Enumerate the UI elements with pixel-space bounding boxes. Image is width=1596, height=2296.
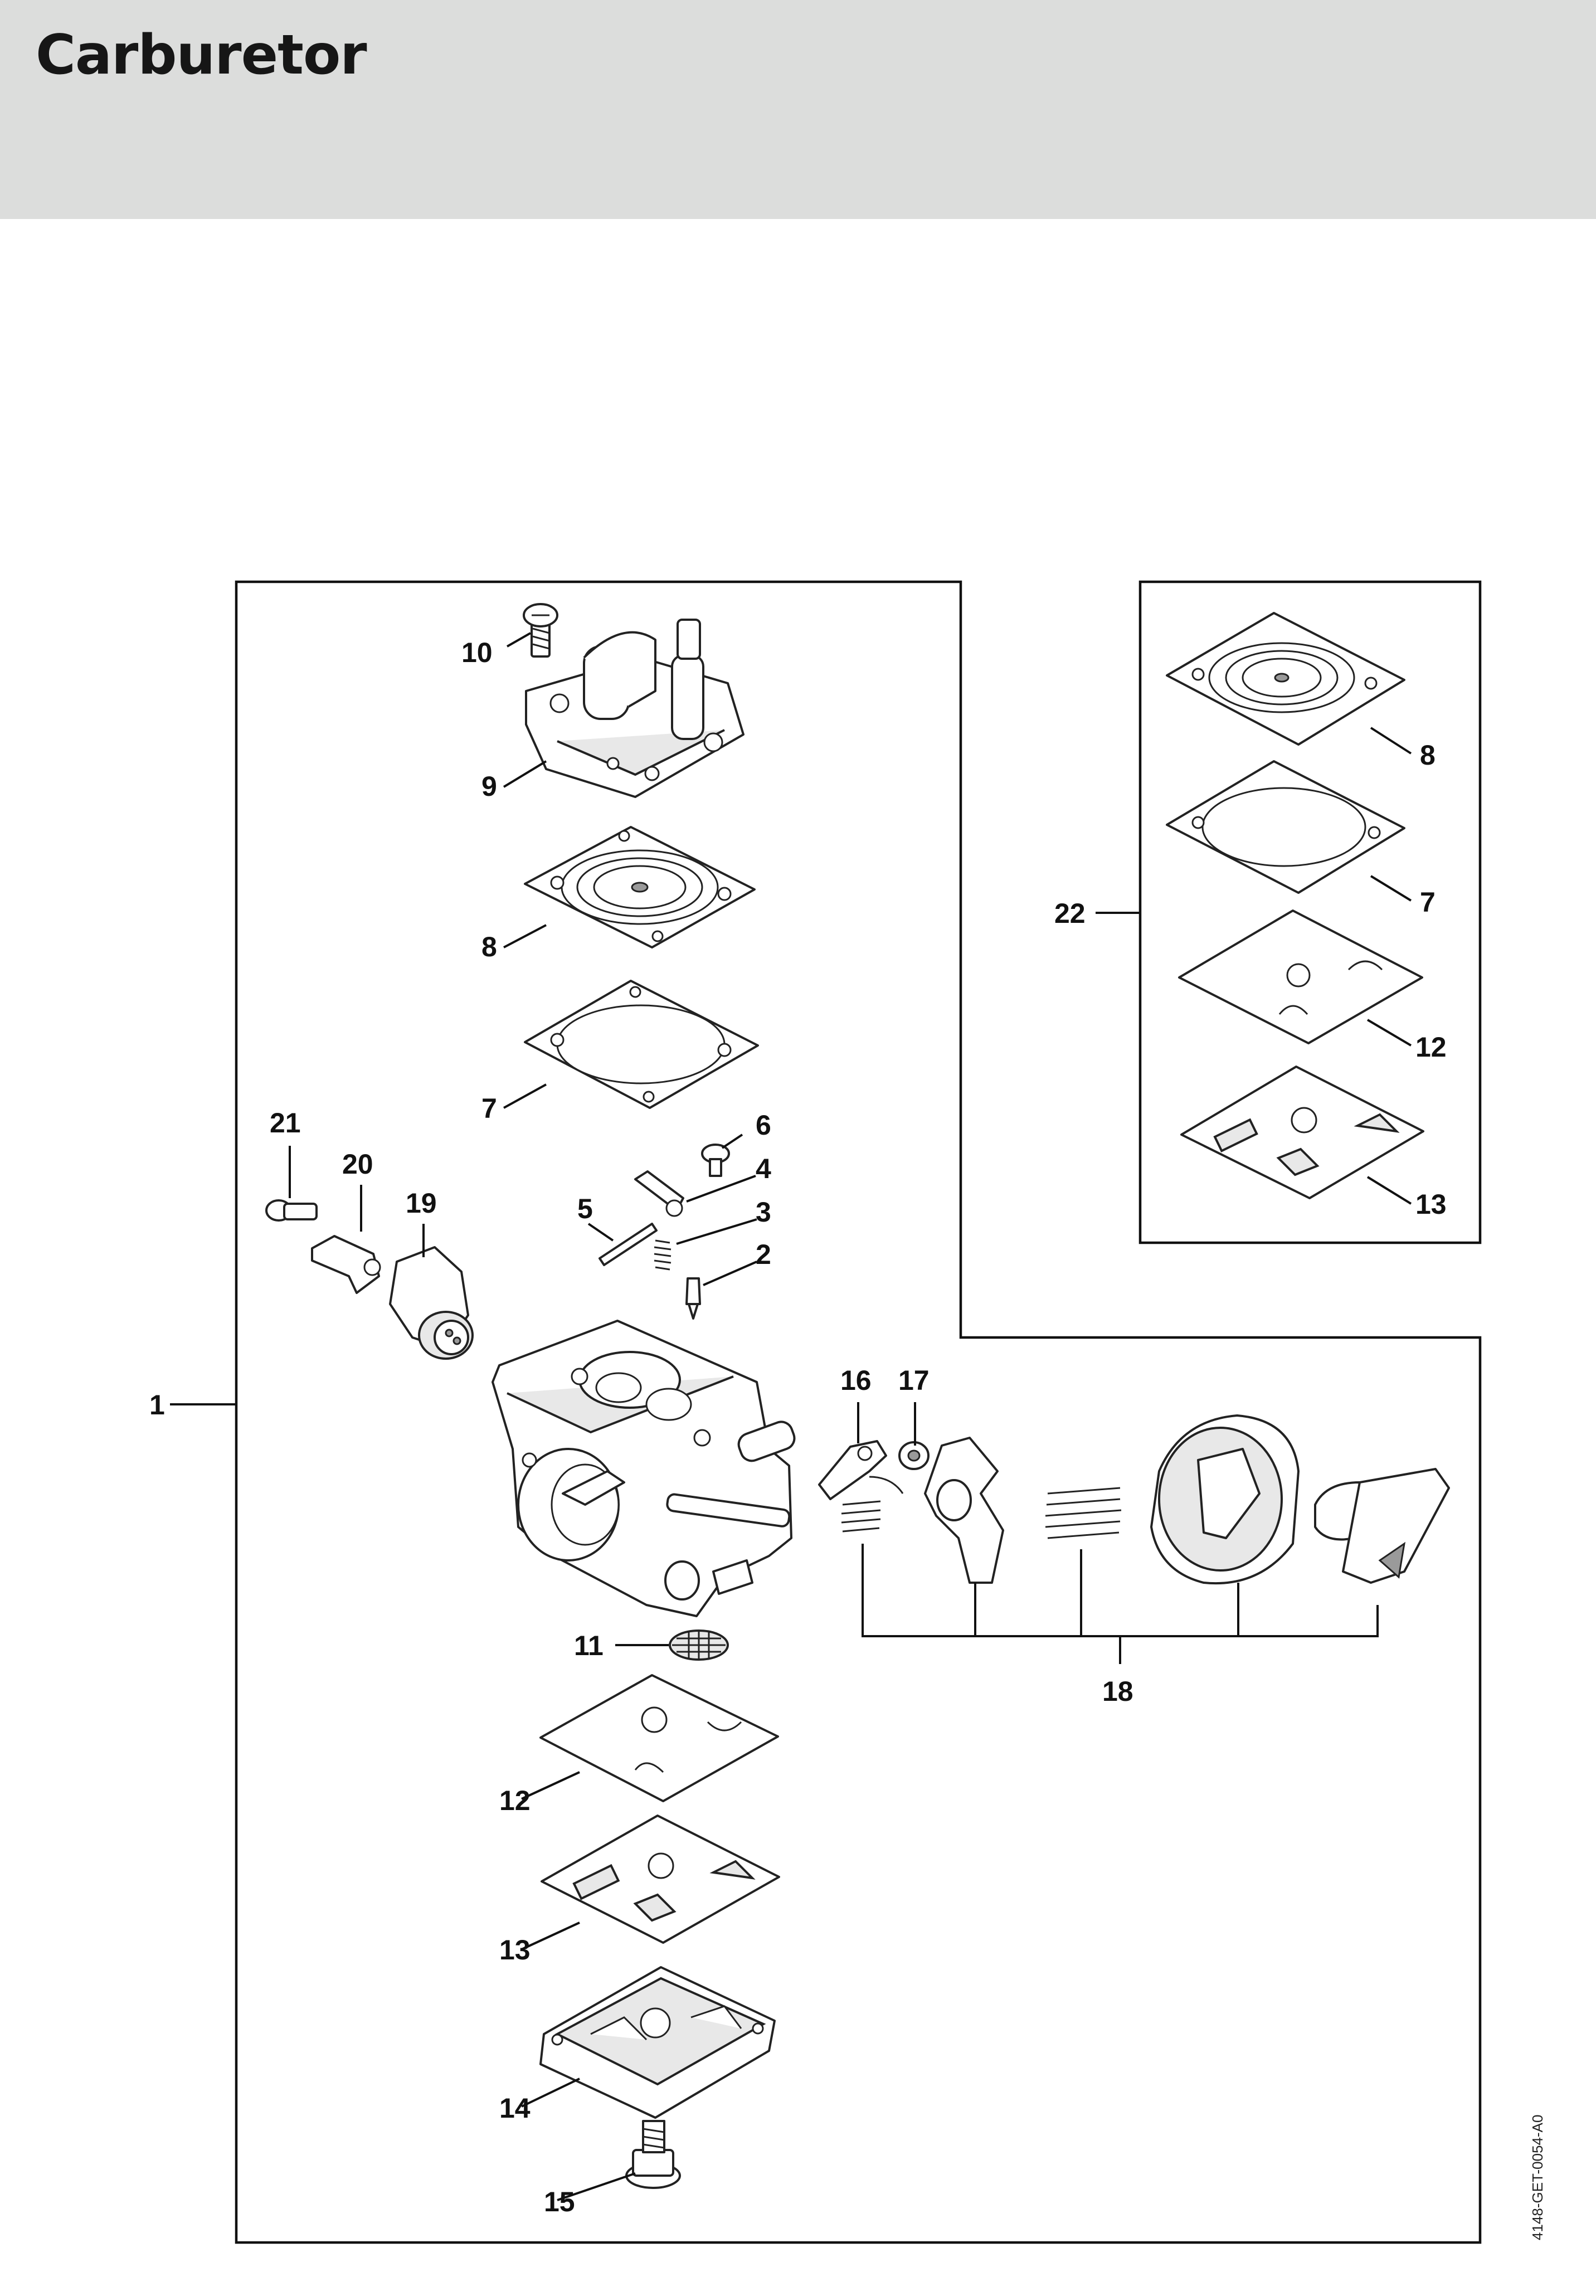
part-2-needle (685, 1277, 701, 1320)
callout-kit-8: 8 (1420, 740, 1436, 771)
part-5-pin (598, 1223, 658, 1266)
part-18-lever (924, 1437, 1004, 1584)
part-18-spring-large (1045, 1487, 1122, 1539)
callout-9: 9 (481, 771, 497, 802)
part-18-knob (1314, 1468, 1450, 1584)
part-4-lever (634, 1170, 684, 1217)
callout-kit-12: 12 (1415, 1032, 1447, 1063)
callout-2: 2 (756, 1239, 771, 1270)
assembly-frame (235, 580, 1482, 2244)
part-8-diaphragm (524, 826, 756, 948)
part-3-spring (654, 1239, 672, 1271)
callout-7: 7 (481, 1093, 497, 1124)
callout-1: 1 (149, 1389, 165, 1421)
part-16-lever (818, 1440, 904, 1500)
callout-13: 13 (499, 1934, 531, 1966)
leader-lines (170, 632, 1412, 2201)
callout-15: 15 (544, 2186, 575, 2217)
kit-part-13-pump-gasket (1180, 1066, 1424, 1199)
kit-part-12-pump-diaphragm (1178, 909, 1423, 1044)
callout-14: 14 (499, 2093, 531, 2124)
part-7-gasket (524, 980, 759, 1109)
callout-16: 16 (840, 1365, 872, 1396)
callout-19: 19 (406, 1188, 437, 1219)
callout-12: 12 (499, 1785, 531, 1816)
kit-part-7-gasket (1166, 760, 1405, 894)
part-14-pump-cover (539, 1966, 776, 2119)
callout-6: 6 (756, 1110, 771, 1141)
callout-21: 21 (270, 1107, 301, 1139)
part-21-screw (265, 1199, 318, 1222)
callout-20: 20 (342, 1149, 373, 1180)
part-13-pump-gasket (541, 1815, 780, 1944)
part-18-filter-housing (1150, 1414, 1300, 1585)
callout-10: 10 (461, 637, 493, 668)
callout-5: 5 (577, 1193, 593, 1224)
callout-22: 22 (1054, 898, 1086, 929)
callout-kit-7: 7 (1420, 887, 1436, 918)
kit-part-8-diaphragm (1166, 612, 1405, 746)
part-6-screw (701, 1144, 730, 1177)
part-12-pump-diaphragm (539, 1674, 779, 1802)
callout-kit-13: 13 (1415, 1189, 1447, 1220)
callout-11: 11 (574, 1630, 604, 1661)
callout-4: 4 (756, 1153, 771, 1184)
callout-17: 17 (898, 1365, 930, 1396)
callout-3: 3 (756, 1196, 771, 1228)
header-band (0, 0, 1596, 219)
carburetor-body (492, 1320, 796, 1617)
part-9-cover (525, 619, 745, 798)
callout-18: 18 (1102, 1676, 1133, 1707)
part-17-nut (898, 1441, 930, 1470)
part-15-screw (625, 2120, 681, 2189)
callouts: 1 22 10 9 8 7 6 4 3 5 2 21 20 19 11 12 1… (149, 637, 1447, 2217)
part-10-screw (523, 603, 558, 658)
part-19-connector (389, 1246, 474, 1360)
part-20-clip (311, 1235, 381, 1294)
callout-8: 8 (481, 931, 497, 962)
part-11-screen (669, 1629, 729, 1661)
part-18-spring-small (841, 1500, 881, 1533)
page-title: Carburetor (36, 23, 367, 87)
document-code: 4148-GET-0054-A0 (1529, 2115, 1546, 2240)
